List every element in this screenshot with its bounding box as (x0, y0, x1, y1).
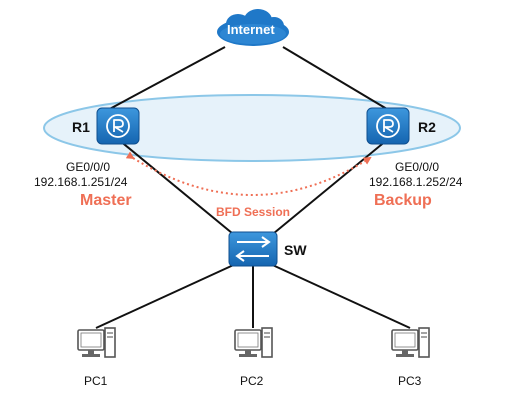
link-internet-r2 (282, 46, 393, 113)
link-sw-pc1 (95, 261, 241, 329)
pc2-computer-icon (234, 327, 273, 358)
r1-role-master: Master (80, 192, 132, 209)
switch-name: SW (284, 242, 307, 258)
pc1-label: PC1 (84, 374, 108, 388)
r1-name: R1 (72, 119, 90, 135)
r2-role-backup: Backup (374, 192, 432, 209)
links (95, 46, 411, 329)
bfd-session-arc (125, 151, 372, 196)
r2-name: R2 (418, 119, 436, 135)
pc3-computer-icon (391, 327, 430, 358)
r2-interface: GE0/0/0 (395, 160, 440, 174)
pc1-computer-icon (77, 327, 116, 358)
r2-router-icon (366, 107, 410, 145)
link-sw-pc3 (265, 261, 411, 329)
r1-router-icon (96, 107, 140, 145)
r1-ip-address: 192.168.1.251/24 (34, 175, 128, 189)
r1-interface: GE0/0/0 (66, 160, 111, 174)
pc3-label: PC3 (398, 374, 422, 388)
link-internet-r1 (103, 46, 226, 113)
internet-cloud-icon (217, 9, 289, 46)
r2-ip-address: 192.168.1.252/24 (369, 175, 463, 189)
pc2-label: PC2 (240, 374, 264, 388)
bfd-session-label: BFD Session (216, 205, 291, 219)
internet-label: Internet (227, 22, 275, 37)
switch-icon (228, 231, 278, 267)
